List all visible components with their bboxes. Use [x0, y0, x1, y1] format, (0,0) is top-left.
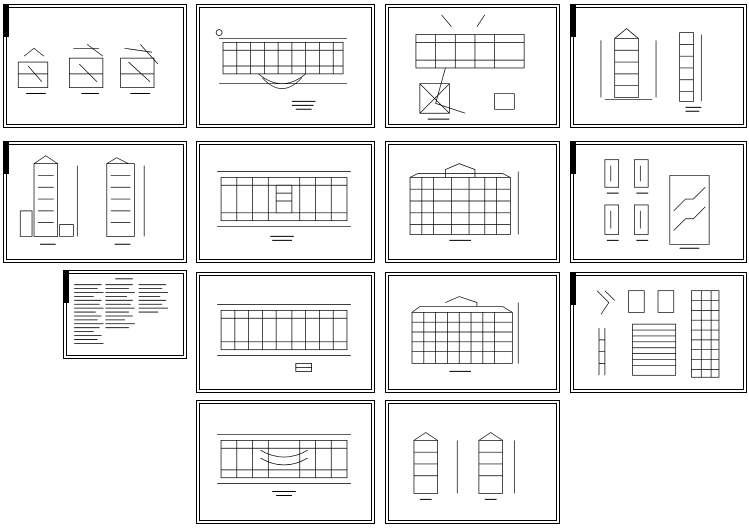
sheet-border: [199, 7, 372, 125]
sheet-border: [573, 275, 744, 390]
sheet-border: [573, 7, 744, 125]
sheet-border: [199, 403, 372, 521]
wall-sections-drawing: [596, 290, 720, 378]
roof-plan-drawing: [217, 434, 351, 496]
front-elevation-drawing: [409, 163, 519, 241]
sheet-border: [388, 403, 557, 521]
typical-floor-plan-drawing: [217, 304, 351, 372]
drawing-sheet-roof-plan[interactable]: [196, 400, 375, 524]
stair-sections-drawing: [604, 159, 710, 249]
drawing-sheet-stair-details[interactable]: [3, 4, 187, 128]
drawing-sheet-wall-sections[interactable]: [570, 272, 747, 393]
drawing-sheet-side-elevation[interactable]: [3, 141, 187, 263]
ground-floor-plan-drawing: [215, 29, 347, 110]
drawing-sheet-rear-elevation[interactable]: [385, 272, 560, 393]
drawing-sheet-sections[interactable]: [570, 4, 747, 128]
side-elevation-drawing: [19, 155, 145, 245]
sheet-border: [6, 144, 184, 260]
drawing-sheet-ground-floor-plan[interactable]: [196, 4, 375, 128]
rear-elevation-drawing: [411, 296, 519, 372]
stair-details-drawing: [17, 44, 159, 95]
sheet-border: [66, 273, 184, 356]
drawing-sheet-upper-floor-plan[interactable]: [196, 141, 375, 263]
sheet-border: [573, 144, 744, 260]
drawing-sheet-end-elevations[interactable]: [385, 400, 560, 524]
end-elevations-drawing: [413, 432, 515, 500]
sections-drawing: [600, 28, 702, 112]
sheet-border: [388, 7, 557, 125]
sheet-border: [6, 7, 184, 125]
drawing-sheet-front-elevation[interactable]: [385, 141, 560, 263]
sheet-border: [199, 275, 372, 390]
sheet-border: [388, 275, 557, 390]
upper-floor-plan-drawing: [217, 171, 351, 241]
sheet-border: [388, 144, 557, 260]
design-notes-text-block: [74, 278, 169, 344]
drawing-sheet-typical-floor-plan[interactable]: [196, 272, 375, 393]
drawing-sheet-stair-sections[interactable]: [570, 141, 747, 263]
sheet-border: [199, 144, 372, 260]
drawing-sheet-site-plan[interactable]: [385, 4, 560, 128]
drawing-sheet-design-notes[interactable]: [63, 270, 187, 359]
site-plan-drawing: [415, 14, 525, 120]
